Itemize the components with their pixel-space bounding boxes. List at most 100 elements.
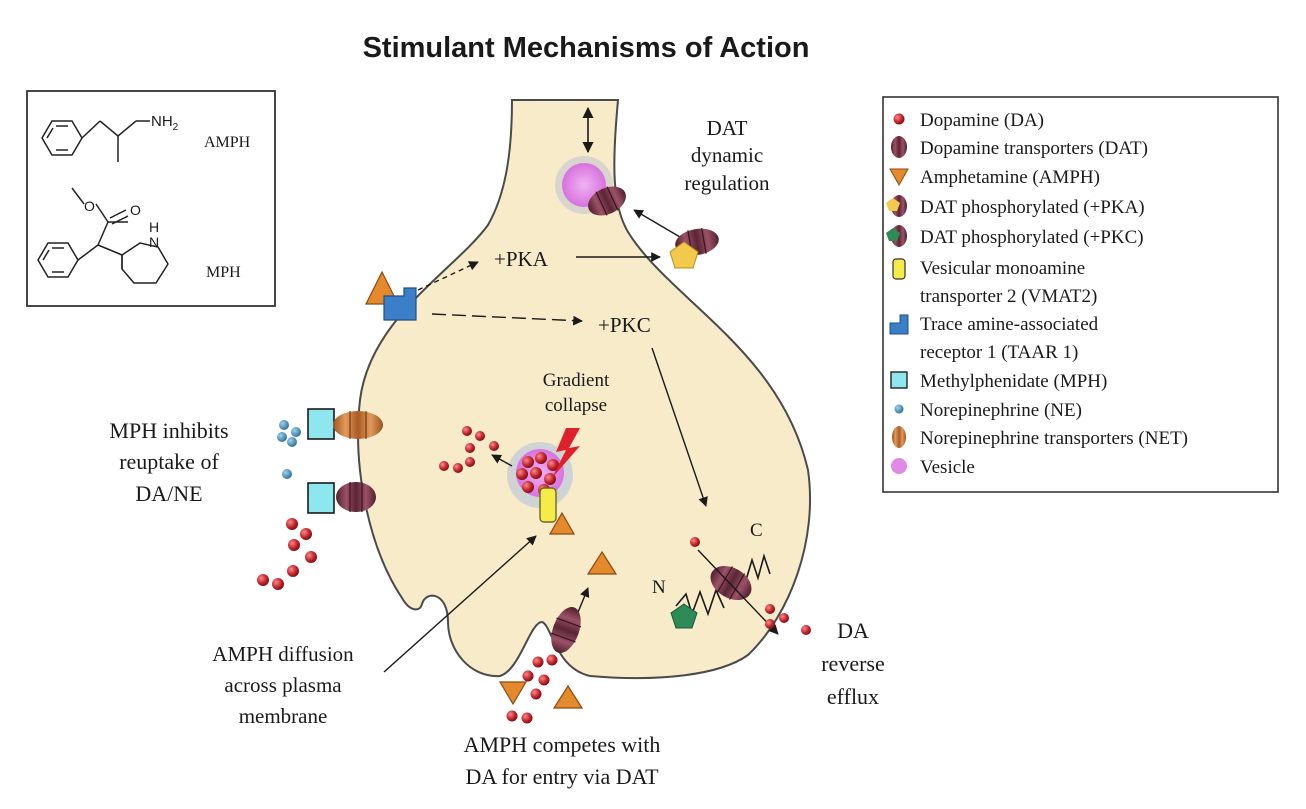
pka-label: +PKA (494, 247, 549, 271)
mph-structure (37, 187, 169, 284)
legend-label: Trace amine-associated (920, 314, 1099, 335)
extracellular-amph-triangle-right (552, 684, 584, 709)
legend-label: transporter 2 (VMAT2) (920, 286, 1097, 307)
cytoplasmic-dopamine (439, 426, 499, 473)
amph-competes-label: AMPH competes with DA for entry via DAT (464, 732, 661, 789)
gradient-collapse-line: Gradient (543, 370, 610, 391)
blocked-dat-transporter (336, 482, 376, 512)
dat-c-terminus-label: C (750, 520, 763, 541)
amph-structure-label: AMPH (204, 134, 251, 151)
amph-competes-line: AMPH competes with (464, 732, 661, 757)
dat-icon (891, 136, 907, 158)
extracellular-dopamine-left (257, 518, 317, 590)
mph-inhibits-line: DA/NE (135, 481, 202, 506)
mph-blocker-net (307, 408, 335, 440)
vmat2-icon (892, 258, 906, 280)
internalization-arrow (633, 209, 681, 238)
extracellular-norepinephrine (277, 420, 301, 479)
legend-item: Dopamine (DA) (893, 110, 1044, 131)
dat-c-terminus-coil (745, 553, 771, 581)
dat-n-terminus-label: N (652, 577, 666, 598)
dat-n-terminus-coil (675, 587, 725, 617)
taar1-to-pkc-arrow (431, 313, 583, 326)
amph-competes-line: DA for entry via DAT (465, 764, 659, 789)
mph-structure-label: MPH (206, 264, 241, 281)
gradient-collapse-bolt (552, 428, 580, 478)
amph-diffusion-line: across plasma (224, 673, 342, 697)
dat-dynamic-line: regulation (684, 171, 770, 195)
dat-pka-icon (886, 195, 907, 217)
vesicle-icon (891, 458, 907, 474)
vmat2-transporter (539, 487, 557, 523)
efflux-dopamine (690, 537, 700, 547)
legend-item: Norepinephrine (NE) (894, 400, 1082, 421)
mph-inhibits-line: reuptake of (119, 449, 219, 474)
dat-dynamic-label: DAT dynamic regulation (684, 116, 770, 195)
legend-label: receptor 1 (TAAR 1) (920, 342, 1078, 363)
da-efflux-line: reverse (821, 651, 885, 676)
internalized-dat (588, 186, 626, 216)
presynaptic-terminal (357, 99, 812, 680)
legend-label: DAT phosphorylated (+PKA) (920, 197, 1145, 218)
net-icon (892, 426, 906, 448)
page-title: Stimulant Mechanisms of Action (363, 32, 810, 64)
da-efflux-line: DA (837, 618, 869, 643)
gradient-collapse-line: collapse (545, 395, 607, 416)
amphetamine-icon (889, 168, 909, 187)
legend-label: Norepinephrine (NE) (920, 400, 1082, 421)
dopamine-icon (893, 113, 905, 125)
legend: Dopamine (DA) Dopamine transporters (DAT)… (882, 96, 1279, 493)
amph-diffusion-arrow (383, 535, 537, 673)
mph-ring-h: H (149, 219, 159, 235)
mph-carbonyl-oxygen: O (130, 202, 141, 218)
vesicle-release-arrow (491, 454, 513, 467)
taar1-receptor (383, 287, 417, 321)
da-reverse-efflux-label: DA reverse efflux (821, 618, 885, 709)
extracellular-dopamine-efflux (765, 604, 811, 635)
norepinephrine-icon (894, 404, 904, 414)
taar1-to-pka-arrow (417, 261, 479, 291)
mph-inhibits-label: MPH inhibits reuptake of DA/NE (109, 418, 228, 506)
pkc-to-dat-arrow (651, 347, 708, 507)
mph-inhibits-line: MPH inhibits (109, 418, 228, 443)
dat-dynamic-line: dynamic (691, 143, 763, 167)
legend-item: Dopamine transporters (DAT) (891, 136, 1148, 159)
gradient-collapse-label: Gradient collapse (543, 370, 610, 416)
mph-ring-n: N (149, 234, 159, 250)
legend-label: Vesicular monoamine (920, 258, 1085, 279)
da-efflux-line: efflux (827, 684, 879, 709)
legend-item: DAT phosphorylated (+PKA) (886, 195, 1145, 218)
vmat2-amph-triangle (548, 511, 576, 535)
legend-item: Vesicular monoamine transporter 2 (VMAT2) (892, 258, 1097, 307)
pkc-label: +PKC (598, 313, 651, 337)
amph-diffusion-line: membrane (239, 704, 328, 728)
pkc-phospho-pentagon (670, 603, 698, 629)
legend-label: Dopamine (DA) (920, 110, 1044, 131)
legend-label: Amphetamine (AMPH) (920, 167, 1100, 188)
legend-item: Norepinephrine transporters (NET) (892, 426, 1188, 449)
extracellular-amph-triangle-left (498, 681, 528, 706)
legend-item: Methylphenidate (MPH) (890, 371, 1107, 392)
dat-pkc-icon (886, 225, 907, 247)
taar1-icon (889, 314, 909, 335)
pka-phospho-pentagon (669, 241, 699, 269)
bottom-dat-transporter (550, 607, 582, 653)
reverse-efflux-arrow (697, 549, 779, 635)
chemical-structures-panel: NH2 AMPH O O H N MPH (26, 90, 276, 307)
amph-diffusion-line: AMPH diffusion (212, 642, 354, 666)
legend-item: DAT phosphorylated (+PKC) (886, 225, 1144, 248)
cytoplasmic-amph-triangle (586, 550, 618, 575)
amph-structure (41, 120, 150, 162)
mph-blocker-dat (307, 482, 335, 514)
legend-item: Amphetamine (AMPH) (889, 167, 1100, 188)
dat-dynamic-line: DAT (707, 116, 748, 140)
legend-item: Vesicle (891, 457, 975, 478)
extracellular-dopamine-bottom (506, 654, 558, 724)
legend-label: Methylphenidate (MPH) (920, 371, 1107, 392)
mph-icon (890, 371, 908, 389)
mph-ester-oxygen: O (84, 198, 95, 214)
amph-nh2-label: NH2 (151, 113, 179, 133)
legend-label: Vesicle (920, 457, 975, 478)
